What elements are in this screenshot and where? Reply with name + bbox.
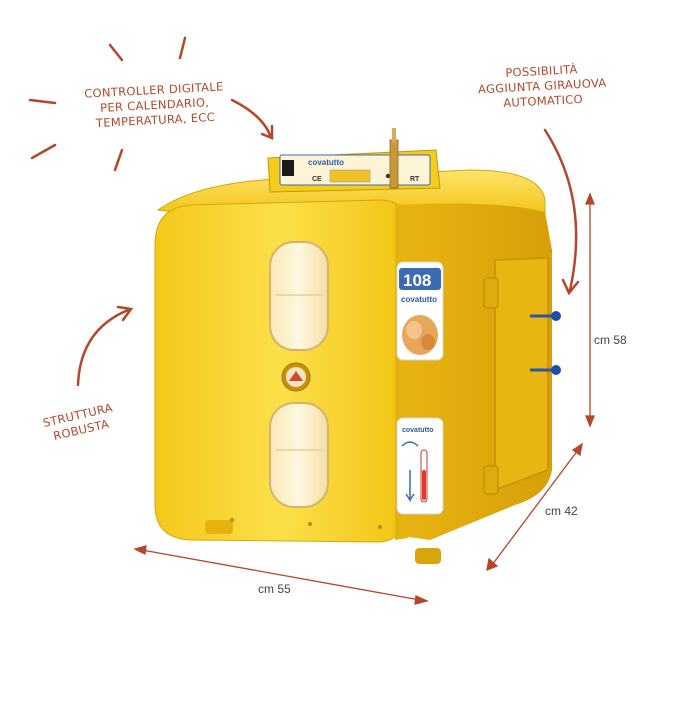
structure-arrow [76,308,130,387]
panel-switch[interactable] [282,160,294,176]
model-number: 108 [403,271,431,290]
side-hinge-top [483,277,499,309]
upper-window [269,241,329,351]
controller-arrow-head [260,124,274,140]
model-label-brand: covatutto [401,295,437,304]
vent-hole [378,525,382,529]
width-dimension-label: cm 55 [258,582,291,596]
info-arrow [405,470,415,503]
brass-valve [389,128,399,189]
panel-brand: covatutto [308,158,344,167]
info-label-brand: covatutto [402,427,434,434]
turner-arrow [543,128,578,292]
side-door-frame [494,257,549,492]
panel-button-1[interactable] [385,173,391,179]
dimension-height-line [585,192,595,428]
foot-left [205,520,233,534]
side-hinge-bottom [483,465,499,495]
vent-hole [308,522,312,526]
dimension-width-line [133,545,429,605]
height-dimension-label: cm 58 [594,333,627,347]
controller-arrow [230,98,272,137]
panel-code: RT [410,176,420,183]
controller-note: CONTROLLER DIGITALE PER CALENDARIO, TEMP… [84,79,226,131]
vent-hole [230,518,234,522]
turner-knob-top [530,311,561,321]
panel-ce-badge: CE [312,176,322,183]
burst-strokes-left [28,36,187,172]
turner-note: POSSIBILITÀ AGGIUNTA GIRAUOVA AUTOMATICO [477,61,608,113]
turner-knob-bottom [530,365,561,375]
controller-panel [267,149,441,193]
lower-window [269,402,329,508]
dimension-depth-line [486,442,583,572]
turner-arrow-head [561,278,580,296]
structure-arrow-head [116,305,134,322]
panel-display [329,169,371,183]
foot-right [415,548,441,564]
depth-dimension-label: cm 42 [545,504,578,518]
